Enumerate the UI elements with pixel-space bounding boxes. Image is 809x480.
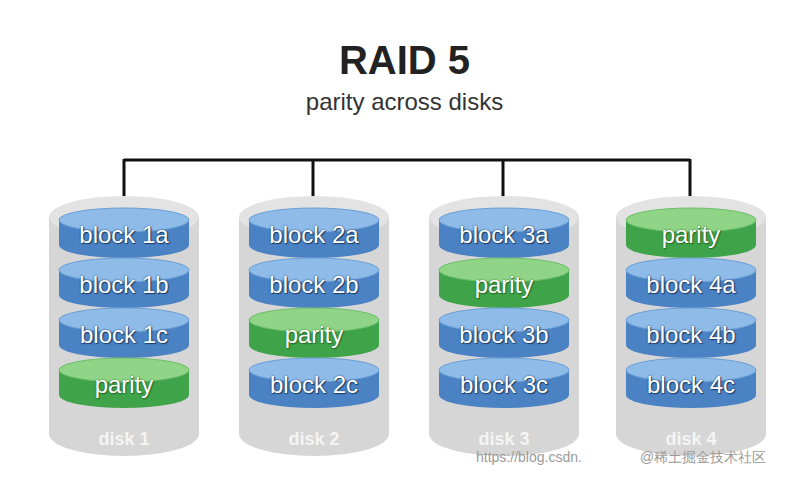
data-block: block 4a — [625, 257, 757, 309]
disk-cylinder: disk 1 block 1a block 1b block 1c parity — [48, 195, 200, 457]
data-block: block 2b — [248, 257, 380, 309]
data-block: block 2c — [248, 357, 380, 409]
block-label: block 2c — [248, 371, 380, 399]
data-block: block 1c — [58, 307, 190, 359]
block-label: block 1a — [58, 221, 190, 249]
data-block: block 4b — [625, 307, 757, 359]
block-label: block 2a — [248, 221, 380, 249]
block-label: parity — [248, 321, 380, 349]
data-block: block 1a — [58, 207, 190, 259]
disk-label: disk 1 — [48, 429, 200, 450]
data-block: block 1b — [58, 257, 190, 309]
block-label: block 3a — [438, 221, 570, 249]
parity-block: parity — [248, 307, 380, 359]
watermark: https://blog.csdn. — [476, 449, 582, 465]
block-label: block 3b — [438, 321, 570, 349]
watermark: @稀土掘金技术社区 — [640, 449, 766, 467]
disk-cylinder: disk 4 parity block 4a block 4b block 4c — [615, 195, 767, 457]
block-label: block 4a — [625, 271, 757, 299]
data-block: block 3c — [438, 357, 570, 409]
parity-block: parity — [625, 207, 757, 259]
block-label: parity — [625, 221, 757, 249]
disk-cylinder: disk 3 block 3a parity block 3b block 3c — [428, 195, 580, 457]
parity-block: parity — [58, 357, 190, 409]
data-block: block 3b — [438, 307, 570, 359]
data-block: block 4c — [625, 357, 757, 409]
data-block: block 2a — [248, 207, 380, 259]
disk-label: disk 2 — [238, 429, 390, 450]
disk-label: disk 3 — [428, 429, 580, 450]
block-label: parity — [58, 371, 190, 399]
block-label: block 4b — [625, 321, 757, 349]
block-label: parity — [438, 271, 570, 299]
block-label: block 4c — [625, 371, 757, 399]
block-label: block 1c — [58, 321, 190, 349]
block-label: block 3c — [438, 371, 570, 399]
block-label: block 1b — [58, 271, 190, 299]
diagram-title: RAID 5 — [0, 38, 809, 83]
parity-block: parity — [438, 257, 570, 309]
data-block: block 3a — [438, 207, 570, 259]
disk-cylinder: disk 2 block 2a block 2b parity block 2c — [238, 195, 390, 457]
disk-label: disk 4 — [615, 429, 767, 450]
subtitle: parity across disks — [0, 88, 809, 116]
block-label: block 2b — [248, 271, 380, 299]
